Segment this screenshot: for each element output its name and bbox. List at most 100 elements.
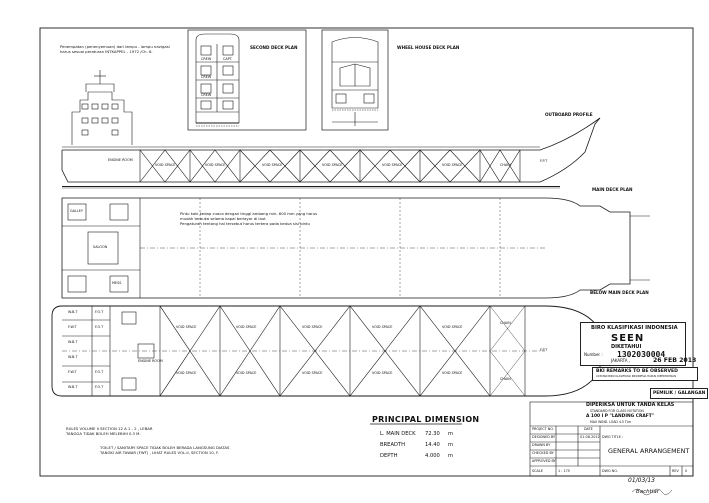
- dimension-value: 4.000: [425, 453, 440, 459]
- dimension-value: 14.40: [425, 442, 440, 448]
- project-no-label: PROJECT NO.: [532, 427, 554, 431]
- void-space-label: VOID SPACE: [236, 371, 257, 375]
- galley-label: GALLEY: [70, 209, 83, 213]
- rev-label: REV: [672, 469, 679, 473]
- rev-value: 0: [685, 469, 688, 473]
- owner-yard-stamp: PEMILIK / GALANGAN: [650, 388, 709, 399]
- date-label: DATE: [584, 427, 593, 431]
- stamp-place: JAKARTA ,: [611, 358, 631, 363]
- toilet-rules-note: TOILET / SANITARY SPACE TIDAK BOLEH BERA…: [100, 445, 230, 455]
- chain-locker-label: CHAIN: [500, 163, 511, 167]
- dimension-value: 72.30: [425, 431, 440, 437]
- below-main-deck-plan-title: BELOW MAIN DECK PLAN: [590, 290, 649, 295]
- stamp-number: 1302030004: [617, 350, 666, 359]
- handwritten-date: 01/03/13: [628, 477, 655, 484]
- fuel-oil-tank-label: F.O.T: [95, 325, 104, 329]
- signature-scribble: [631, 488, 673, 496]
- wheel-house-deck-plan-figure: [321, 29, 389, 131]
- drawn-by-label: DRAWN BY: [532, 443, 551, 447]
- water-ballast-tank-label: W.B.T: [68, 385, 78, 389]
- sheet-border: [39, 27, 694, 477]
- remarks-title: BKI REMARKS TO BE OBSERVED: [596, 369, 678, 374]
- captain-label: CAPT.: [223, 57, 233, 61]
- check-header: DIPERIKSA UNTUK TANDA KELAS: [586, 403, 675, 408]
- date-value: 01-08-2012: [580, 435, 600, 439]
- void-space-label: VOID SPACE: [322, 163, 343, 167]
- fresh-water-tank-label: F.W.T: [68, 325, 77, 329]
- designed-by-label: DESIGNED BY: [532, 435, 556, 439]
- crew-label: CREW: [201, 75, 212, 79]
- void-space-label: VOID SPACE: [302, 325, 323, 329]
- engine-room-label: ENGINE ROOM: [138, 359, 163, 363]
- fore-peak-tank-label: F.P.T: [540, 348, 548, 352]
- stamp-date: 26 FEB 2013: [653, 357, 697, 364]
- below-main-deck-plan-figure: [51, 305, 601, 397]
- void-space-label: VOID SPACE: [176, 371, 197, 375]
- water-ballast-tank-label: W.B.T: [68, 340, 78, 344]
- fuel-oil-tank-label: F.O.T: [95, 385, 104, 389]
- chain-locker-label: CHAIN: [500, 321, 511, 325]
- navigation-lights-note: Penempatan (penenyemuan) dari lampu - la…: [60, 44, 170, 54]
- stair-rules-note: RULES VOLUME II SECTION 12 A 1 - 2 , LEB…: [66, 426, 153, 436]
- dwg-title-label: DWG TITLE :: [602, 435, 624, 439]
- dimension-unit: m: [448, 442, 454, 448]
- void-space-label: VOID SPACE: [155, 163, 176, 167]
- void-space-label: VOID SPACE: [442, 371, 463, 375]
- dimension-label: BREADTH: [380, 442, 406, 448]
- drawing-title: GENERAL ARRANGEMENT: [608, 447, 690, 455]
- stamp-seen: SEEN: [611, 333, 645, 344]
- void-space-label: VOID SPACE: [382, 163, 403, 167]
- mess-label: MESS: [112, 281, 122, 285]
- fuel-oil-tank-label: F.O.T: [95, 370, 104, 374]
- bki-remarks-box: BKI REMARKS TO BE OBSERVED CATATAN BIRO …: [592, 367, 698, 381]
- class-notation: A 100 I P "LANDING CRAFT": [586, 414, 655, 419]
- main-deck-plan-figure: [61, 197, 650, 299]
- second-deck-plan-title: SECOND DECK PLAN: [250, 45, 298, 50]
- second-deck-plan-figure: [187, 29, 307, 131]
- title-block-frame: [529, 401, 694, 477]
- handwritten-signature: Bachtiar: [636, 489, 659, 495]
- dimension-unit: m: [448, 453, 454, 459]
- class-notation-subtitle: STANDARD FOR CLASS NOTATION: [590, 409, 644, 413]
- dimension-label: L. MAIN DECK: [380, 431, 416, 437]
- deck-note-3: Pengaturan tentang hal tersebut harus te…: [180, 221, 310, 226]
- fuel-oil-tank-label: F.O.T: [95, 310, 104, 314]
- scale-label: SCALE: [532, 469, 543, 473]
- void-space-label: VOID SPACE: [442, 163, 463, 167]
- scale-value: 1 : 175: [558, 469, 570, 473]
- crew-label: CREW: [201, 93, 212, 97]
- outboard-profile-title: OUTBOARD PROFILE: [545, 112, 593, 117]
- wheel-house-deck-plan-title: WHEEL HOUSE DECK PLAN: [397, 45, 460, 50]
- remarks-subtitle: CATATAN BIRO KLASIFIKASI INDONESIA HARUS…: [596, 375, 677, 378]
- void-space-label: VOID SPACE: [262, 163, 283, 167]
- stamp-number-label: Number :: [584, 352, 603, 357]
- fresh-water-tank-label: F.W.T: [68, 370, 77, 374]
- saloon-label: SALOON: [93, 245, 108, 249]
- void-space-label: VOID SPACE: [372, 325, 393, 329]
- main-deck-plan-title: MAIN DECK PLAN: [592, 187, 633, 192]
- dimension-unit: m: [448, 431, 454, 437]
- deck-note-1: Pintu kaki kedap cuaca dengan tinggi amb…: [180, 211, 318, 216]
- stamp-organization: BIRO KLASIFIKASI INDONESIA: [591, 325, 678, 331]
- engine-room-label: ENGINE ROOM: [108, 158, 133, 162]
- chain-locker-label: CHAIN: [500, 377, 511, 381]
- frame-tick-marks: [62, 186, 560, 187]
- outboard-profile-figure: [61, 70, 601, 189]
- void-space-label: VOID SPACE: [442, 325, 463, 329]
- bki-approval-stamp: BIRO KLASIFIKASI INDONESIA SEEN DIKETAHU…: [580, 322, 696, 366]
- void-space-label: VOID SPACE: [205, 163, 226, 167]
- checked-by-label: CHECKED BY: [532, 451, 554, 455]
- approved-by-label: APPROVED BY: [532, 459, 556, 463]
- void-space-label: VOID SPACE: [372, 371, 393, 375]
- deck-note-2: mudah terbuka selama kapal berlayar di l…: [180, 216, 266, 221]
- principal-dimension-title: PRINCIPAL DIMENSION: [372, 415, 480, 424]
- water-ballast-tank-label: W.B.T: [68, 355, 78, 359]
- wind-load-note: MAX WIND. LOAD 4.5 T/m: [590, 420, 632, 424]
- void-space-label: VOID SPACE: [302, 371, 323, 375]
- void-space-label: VOID SPACE: [236, 325, 257, 329]
- water-ballast-tank-label: W.B.T: [68, 310, 78, 314]
- fore-peak-tank-label: F.P.T: [540, 159, 548, 163]
- dwg-no-label: DWG NO.: [602, 469, 618, 473]
